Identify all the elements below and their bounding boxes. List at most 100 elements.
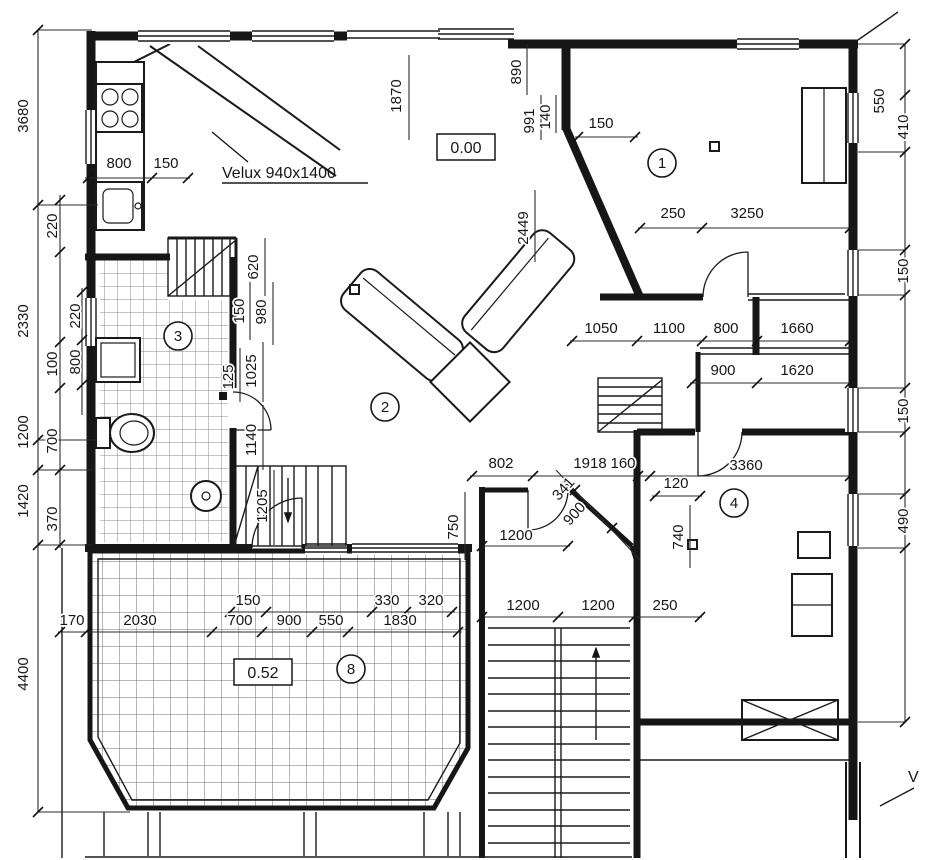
room-number: 4	[730, 495, 738, 512]
dimension-label: 150	[895, 258, 912, 283]
dimension-label: 900	[276, 612, 301, 629]
dimension-label: 740	[670, 524, 687, 549]
burner-icon	[121, 110, 139, 128]
dimension-label: 800	[713, 320, 738, 337]
bedroom-furniture	[709, 87, 847, 184]
windows	[84, 28, 861, 555]
post-marker	[709, 141, 720, 152]
room-label-8: 8	[336, 654, 366, 684]
dimension-lines	[37, 29, 906, 813]
dimension-label: 2449	[515, 211, 532, 244]
chimney	[741, 699, 839, 741]
window	[847, 93, 859, 143]
leader-line	[879, 787, 915, 807]
leader-line	[211, 131, 249, 163]
dimension-label: 3250	[730, 205, 763, 222]
dimension-label: 700	[227, 612, 252, 629]
burner-icon	[121, 88, 139, 106]
dimension-label: 2330	[15, 304, 32, 337]
window	[737, 38, 799, 50]
window	[305, 543, 347, 553]
room-circle	[719, 488, 749, 518]
column-marker	[219, 392, 227, 400]
room-circle	[336, 654, 366, 684]
dimension-label: 140	[537, 104, 554, 129]
room-label-3: 3	[163, 321, 193, 351]
dimension-label: 620	[245, 254, 262, 279]
dimension-label: 410	[895, 114, 912, 139]
kitchen-sink	[95, 181, 143, 231]
dimension-label: 120	[663, 475, 688, 492]
leader-line	[857, 11, 899, 41]
dimension-label: 150	[895, 398, 912, 423]
dimension-label: 1100	[653, 320, 685, 337]
window	[847, 388, 859, 432]
room-number: 8	[347, 661, 355, 678]
toilet-tank	[95, 417, 111, 449]
dimension-label: 3680	[15, 99, 32, 132]
dimension-label: 1200	[499, 527, 532, 544]
dimension-label: 150	[588, 115, 613, 132]
room-circle	[163, 321, 193, 351]
dimension-label: 370	[44, 506, 61, 531]
window	[438, 28, 514, 40]
roof-slope-line	[149, 45, 337, 177]
dimension-label: 1918	[573, 455, 606, 472]
room-label-4: 4	[719, 488, 749, 518]
dimension-label: 991	[521, 108, 538, 133]
dimension-label: 1620	[780, 362, 813, 379]
level-marker-0: 0.00	[436, 133, 496, 161]
dimension-label: 800	[106, 155, 131, 172]
door-swing	[702, 251, 749, 298]
dimension-label: 890	[508, 59, 525, 84]
dimension-label: 220	[44, 213, 61, 238]
velux-label: Velux 940x1400	[222, 165, 336, 182]
stairs-main	[488, 627, 630, 858]
structure-lines	[61, 11, 915, 858]
dimension-label: 802	[488, 455, 513, 472]
dimension-label: 1830	[383, 612, 416, 629]
stairs-middle	[233, 465, 347, 547]
stairs-right-winder	[597, 377, 663, 433]
post-marker	[687, 539, 698, 550]
dimension-label: 341	[549, 474, 578, 504]
dimension-label: 1200	[506, 597, 539, 614]
dimension-label: 550	[871, 88, 888, 113]
room4-furniture	[687, 531, 833, 637]
dimension-label: 980	[253, 299, 270, 324]
window	[252, 30, 334, 42]
dimension-label: 330	[374, 592, 399, 609]
dimension-label: 2030	[123, 612, 156, 629]
dimension-label: 750	[445, 514, 462, 539]
room-circle	[370, 392, 400, 422]
dimension-label: 550	[318, 612, 343, 629]
window	[847, 494, 859, 546]
kitchen	[95, 61, 145, 231]
window	[847, 250, 859, 296]
burner-icon	[101, 88, 119, 106]
dimension-ticks	[32, 24, 911, 818]
dimension-label: 1200	[581, 597, 614, 614]
dimension-label: 100	[44, 351, 61, 376]
dimension-label: 150	[235, 592, 260, 609]
dimension-label: 170	[59, 612, 84, 629]
cabinet	[797, 531, 831, 559]
dimension-label: 220	[67, 303, 84, 328]
door-swing	[251, 497, 303, 549]
door-swing	[697, 431, 743, 477]
dimension-label: 1660	[780, 320, 813, 337]
stairs-upper-left	[167, 237, 237, 297]
velux-annotation: Velux 940x1400	[211, 131, 368, 184]
level-value: 0.00	[450, 140, 481, 157]
dimension-label: 125	[220, 364, 237, 389]
dimension-label: 1205	[254, 489, 271, 522]
room-number: 2	[381, 399, 389, 416]
dimension-label: 250	[660, 205, 685, 222]
dimension-label: 160	[610, 455, 635, 472]
tiled-floor-bathroom	[100, 258, 228, 542]
dimension-label: 1050	[584, 320, 617, 337]
room-label-1: 1	[647, 148, 677, 178]
dimension-label: 800	[67, 349, 84, 374]
living-room-furniture	[340, 229, 576, 424]
